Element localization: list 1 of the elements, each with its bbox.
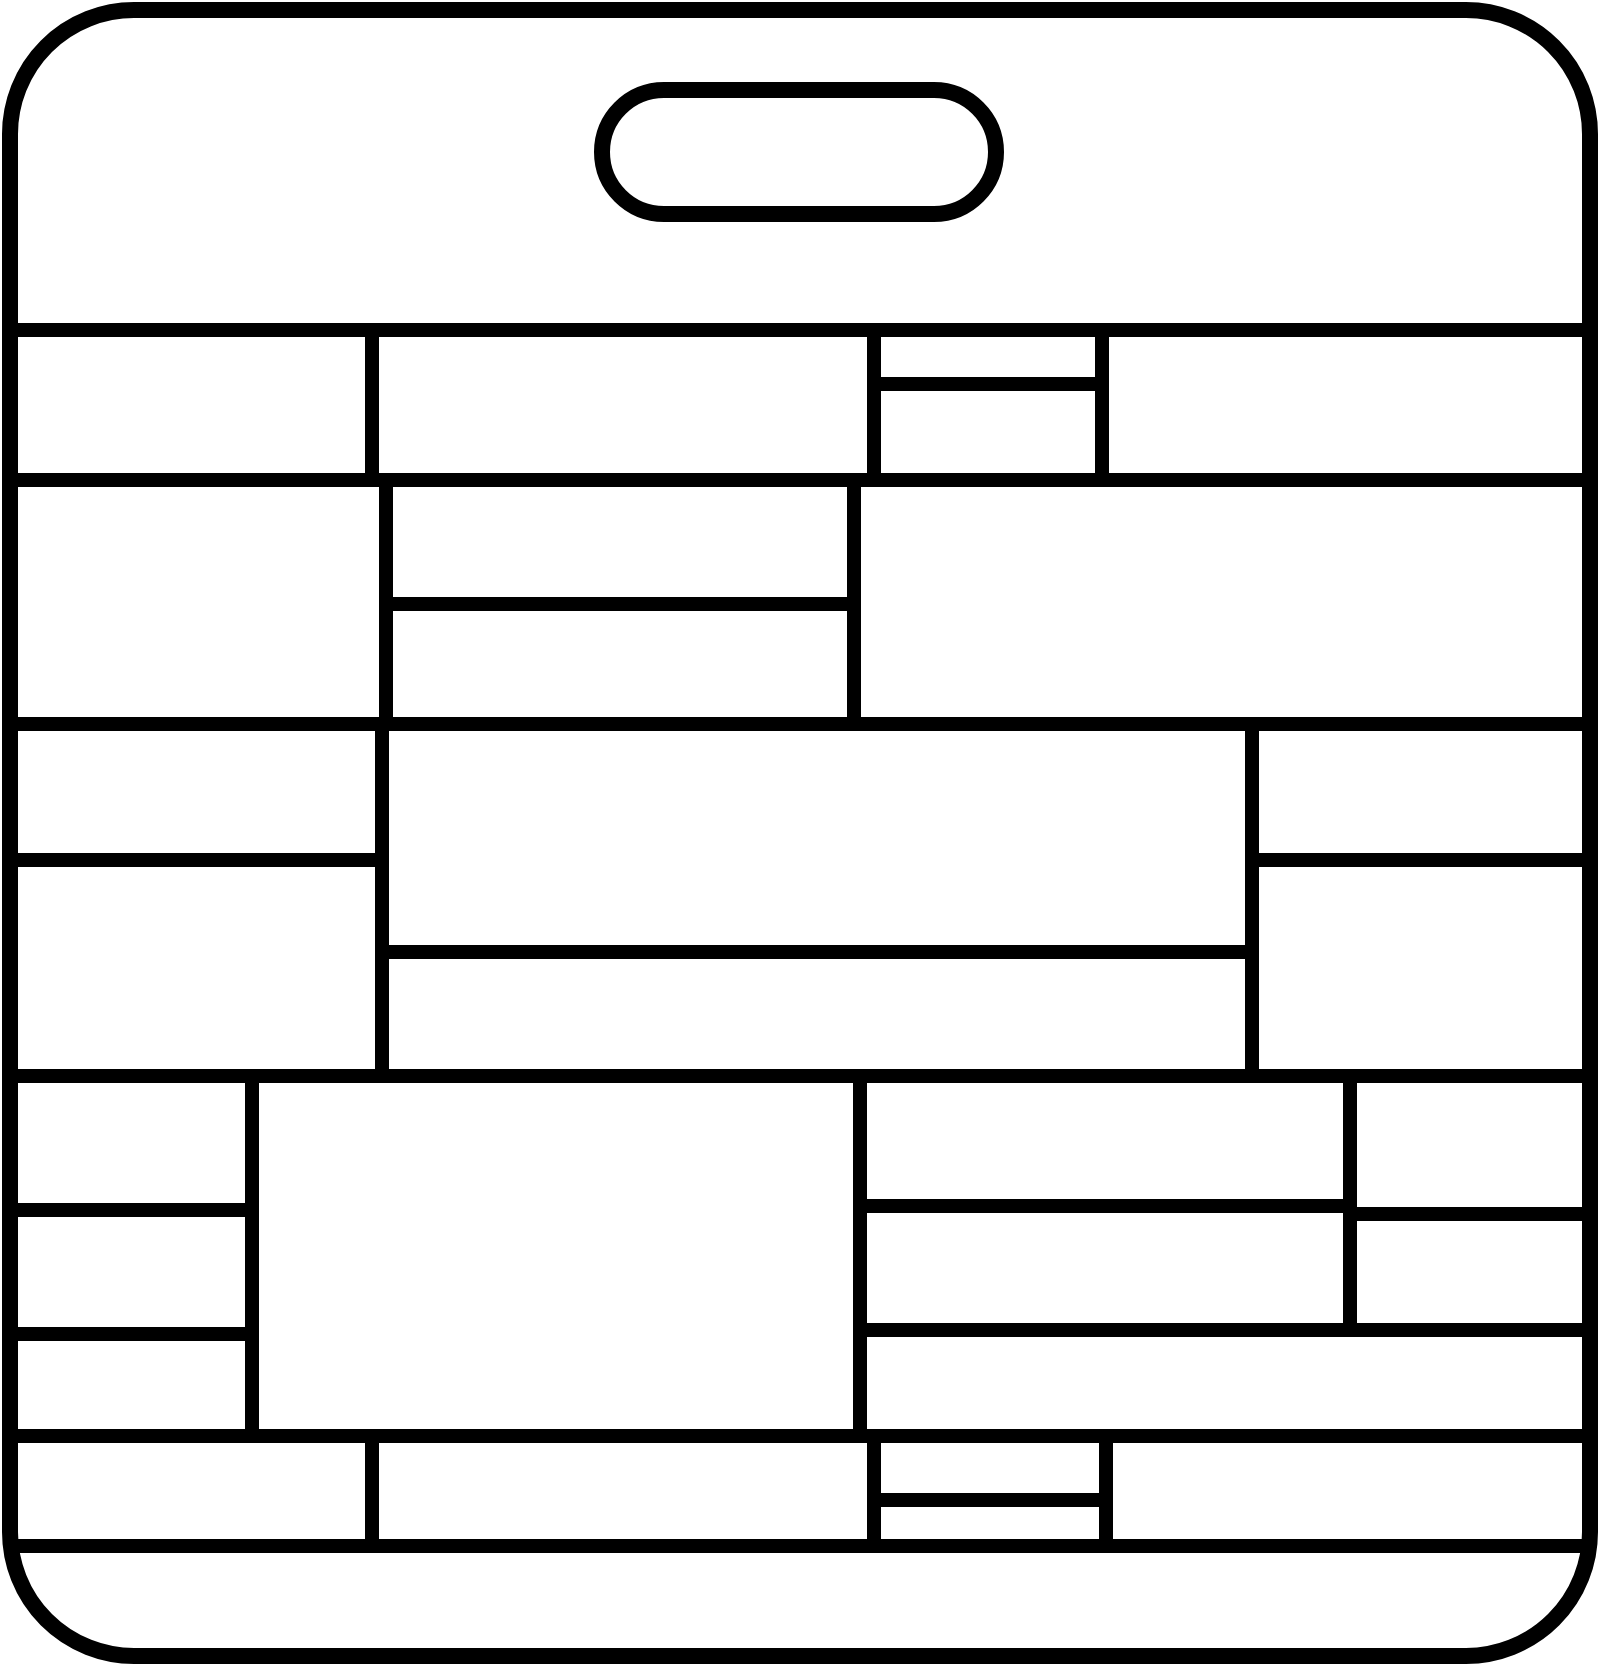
tiled-panel-drawing: [0, 0, 1600, 1668]
